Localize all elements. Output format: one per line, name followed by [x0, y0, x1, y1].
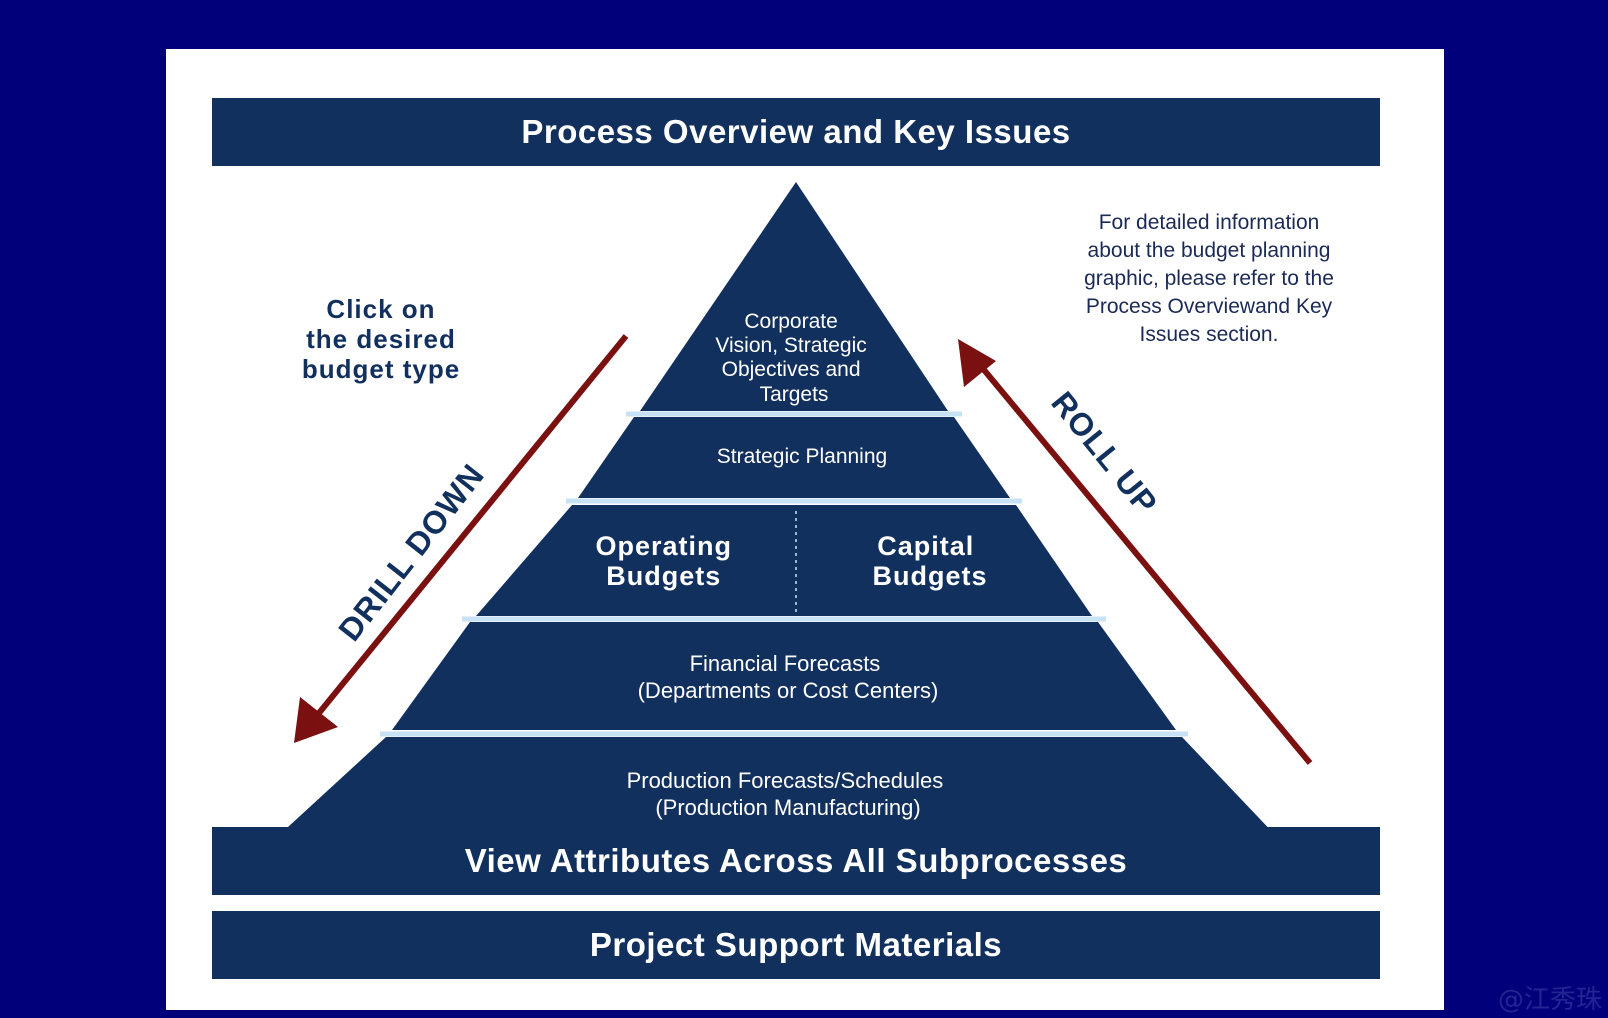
tier-strategic-planning[interactable] — [578, 417, 1010, 498]
svg-text:Operating Budgets: Operating Budgets Capital Budgets — [595, 531, 987, 591]
note-line: Issues section. — [1139, 323, 1279, 346]
process-overview-button[interactable]: Process Overview and Key Issues — [212, 98, 1380, 166]
instruction-line: Click on — [326, 294, 436, 324]
watermark: @江秀珠 — [1497, 985, 1602, 1015]
budget-pyramid: Corporate Vision, Strategic Objectives a… — [276, 182, 1313, 838]
instruction-line: the desired — [306, 324, 456, 354]
drill-down-arrow-shaft — [303, 334, 629, 731]
tier-dividers — [380, 411, 1188, 737]
instruction-line: budget type — [301, 354, 461, 384]
drill-down-arrowhead — [294, 697, 338, 743]
roll-up-label: ROLL UP — [1044, 385, 1164, 522]
instruction-text: Click on the desired budget type — [286, 294, 476, 384]
note-line: about the budget planning — [1087, 239, 1331, 262]
tier-financial-forecasts[interactable] — [392, 622, 1176, 730]
svg-text:Corporate Vision, Strate: Corporate Vision, Strategic Objectives a… — [715, 310, 872, 406]
project-support-button[interactable]: Project Support Materials — [212, 911, 1380, 979]
tier-label: (Departments or Cost Centers) — [638, 678, 939, 703]
tier-label: Targets — [760, 383, 829, 406]
tier-label: Operating — [595, 531, 732, 561]
svg-text:Production Forecasts/Schedules: Production Forecasts/Schedules (Producti… — [627, 768, 950, 820]
roll-up-arrow-shaft — [967, 351, 1313, 765]
tier-operating-budgets[interactable] — [476, 505, 796, 616]
tier-label: Vision, Strategic — [715, 334, 866, 357]
tier-label: (Production Manufacturing) — [655, 795, 920, 820]
info-note: For detailed information about the budge… — [1049, 209, 1369, 349]
tier-label: Strategic Planning — [717, 445, 887, 468]
diagram-panel: Process Overview and Key Issues Corporat… — [166, 49, 1444, 1010]
tier-label: Budgets — [873, 561, 988, 591]
tier-capital-budgets[interactable] — [796, 505, 1092, 616]
tier-label: Financial Forecasts — [690, 651, 881, 676]
note-line: graphic, please refer to the — [1084, 267, 1334, 290]
tier-label: Budgets — [606, 561, 721, 591]
tier-label: Corporate — [744, 310, 837, 333]
tier-corporate-vision[interactable] — [640, 182, 948, 411]
view-attributes-button[interactable]: View Attributes Across All Subprocesses — [212, 827, 1380, 895]
tier-label: Capital — [877, 531, 974, 561]
tier-label: Objectives and — [722, 358, 861, 381]
tier-label: Production Forecasts/Schedules — [627, 768, 944, 793]
note-line: For detailed information — [1098, 211, 1320, 234]
tier-production-forecasts[interactable] — [276, 737, 1278, 838]
svg-text:Financial Forecasts (Dep: Financial Forecasts (Departments or Cost… — [638, 651, 939, 703]
note-line: Process Overviewand Key — [1085, 295, 1333, 318]
roll-up-arrowhead — [958, 339, 996, 387]
